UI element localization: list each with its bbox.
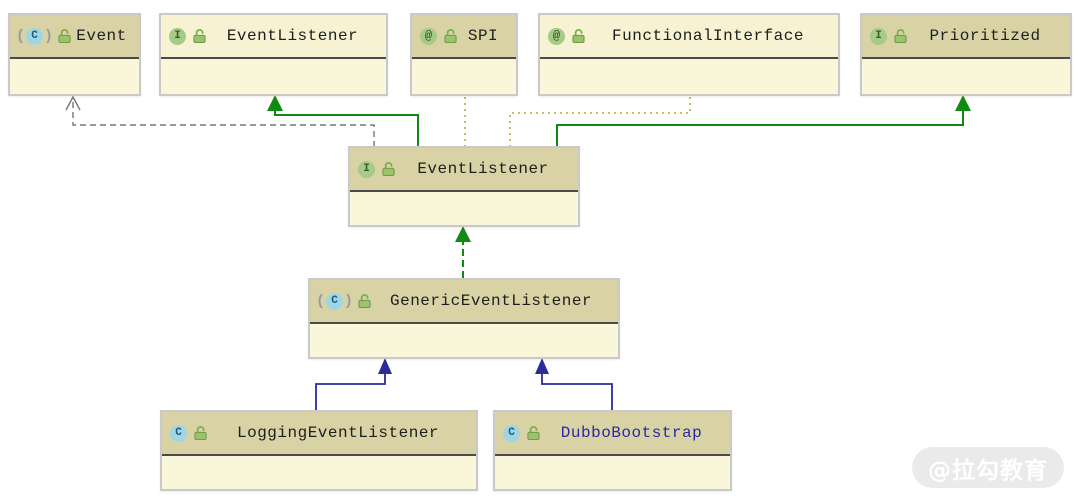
class-icon: C bbox=[170, 424, 187, 442]
node-body bbox=[862, 59, 1070, 94]
edge-arrowhead-generic-right bbox=[535, 358, 549, 374]
watermark-badge: @拉勾教育 bbox=[912, 447, 1064, 488]
node-icon-group: @ bbox=[420, 27, 458, 45]
node-body bbox=[540, 59, 838, 94]
node-header: I EventListener bbox=[161, 15, 386, 59]
node-icon-group: ( C ) bbox=[16, 27, 72, 45]
unlock-icon bbox=[358, 294, 371, 309]
uml-node-loggingeventlistener[interactable]: C LoggingEventListener bbox=[160, 410, 478, 491]
node-title: GenericEventListener bbox=[390, 292, 593, 310]
node-icon-group: C bbox=[503, 424, 541, 442]
node-body bbox=[495, 456, 730, 489]
edge-arrowhead-open-event bbox=[65, 95, 81, 111]
node-title: EventListener bbox=[417, 160, 549, 178]
node-icon-group: I bbox=[870, 27, 908, 45]
icon-paren-left: ( bbox=[16, 27, 26, 45]
uml-node-spi[interactable]: @ SPI bbox=[410, 13, 518, 96]
node-header: @ SPI bbox=[412, 15, 516, 59]
annotation-icon: @ bbox=[548, 27, 565, 45]
uml-node-eventlistener-dubbo[interactable]: I EventListener bbox=[348, 146, 580, 227]
unlock-icon bbox=[894, 29, 907, 44]
unlock-icon bbox=[194, 426, 207, 441]
unlock-icon bbox=[382, 162, 395, 177]
unlock-icon bbox=[572, 29, 585, 44]
node-header: C DubboBootstrap bbox=[495, 412, 730, 456]
node-title: Prioritized bbox=[929, 27, 1041, 45]
unlock-icon bbox=[193, 29, 206, 44]
uml-node-event[interactable]: ( C ) Event bbox=[8, 13, 141, 96]
node-header: ( C ) GenericEventListener bbox=[310, 280, 618, 324]
unlock-icon bbox=[444, 29, 457, 44]
node-title: SPI bbox=[467, 27, 499, 45]
node-body bbox=[10, 59, 139, 94]
interface-icon: I bbox=[358, 160, 375, 178]
class-icon: C bbox=[26, 27, 44, 45]
node-title: FunctionalInterface bbox=[612, 27, 804, 45]
uml-node-prioritized[interactable]: I Prioritized bbox=[860, 13, 1072, 96]
icon-paren-right: ) bbox=[44, 27, 54, 45]
node-header: C LoggingEventListener bbox=[162, 412, 476, 456]
node-body bbox=[161, 59, 386, 94]
edge-eventlistener-to-eventlistener-jdk bbox=[274, 109, 419, 147]
interface-icon: I bbox=[870, 27, 887, 45]
unlock-icon bbox=[527, 426, 540, 441]
edge-arrowhead-generic-left bbox=[378, 358, 392, 374]
class-icon: C bbox=[503, 424, 520, 442]
edge-arrowhead-prioritized bbox=[955, 95, 971, 111]
node-header: @ FunctionalInterface bbox=[540, 15, 838, 59]
node-body bbox=[310, 324, 618, 357]
node-title: EventListener bbox=[226, 27, 359, 45]
node-header: ( C ) Event bbox=[10, 15, 139, 59]
node-header: I Prioritized bbox=[862, 15, 1070, 59]
node-icon-group: C bbox=[170, 424, 208, 442]
edge-eventlistener-to-functionalinterface bbox=[509, 97, 691, 147]
node-title: Event bbox=[76, 27, 127, 45]
node-icon-group: I bbox=[358, 160, 396, 178]
class-icon: C bbox=[326, 292, 344, 310]
node-title: LoggingEventListener bbox=[236, 424, 440, 442]
node-body bbox=[350, 192, 578, 225]
icon-paren-left: ( bbox=[316, 292, 326, 310]
edge-loggingeventlistener-to-genericeventlistener bbox=[315, 373, 386, 410]
edge-arrowhead-eventlistener-jdk bbox=[267, 95, 283, 111]
edge-dubbobootstrap-to-genericeventlistener bbox=[541, 373, 613, 410]
uml-node-genericeventlistener[interactable]: ( C ) GenericEventListener bbox=[308, 278, 620, 359]
node-body bbox=[412, 59, 516, 94]
edge-eventlistener-to-prioritized bbox=[556, 109, 964, 147]
uml-node-eventlistener-jdk[interactable]: I EventListener bbox=[159, 13, 388, 96]
node-icon-group: ( C ) bbox=[316, 292, 372, 310]
uml-node-dubbobootstrap[interactable]: C DubboBootstrap bbox=[493, 410, 732, 491]
unlock-icon bbox=[58, 29, 71, 44]
annotation-icon: @ bbox=[420, 27, 437, 45]
edge-arrowhead-eventlistener-mid bbox=[455, 226, 471, 242]
node-header: I EventListener bbox=[350, 148, 578, 192]
uml-node-functionalinterface[interactable]: @ FunctionalInterface bbox=[538, 13, 840, 96]
node-body bbox=[162, 456, 476, 489]
node-icon-group: I bbox=[169, 27, 207, 45]
node-icon-group: @ bbox=[548, 27, 586, 45]
node-title: DubboBootstrap bbox=[560, 424, 703, 442]
icon-paren-right: ) bbox=[344, 292, 354, 310]
interface-icon: I bbox=[169, 27, 186, 45]
edge-eventlistener-to-event bbox=[72, 99, 375, 147]
